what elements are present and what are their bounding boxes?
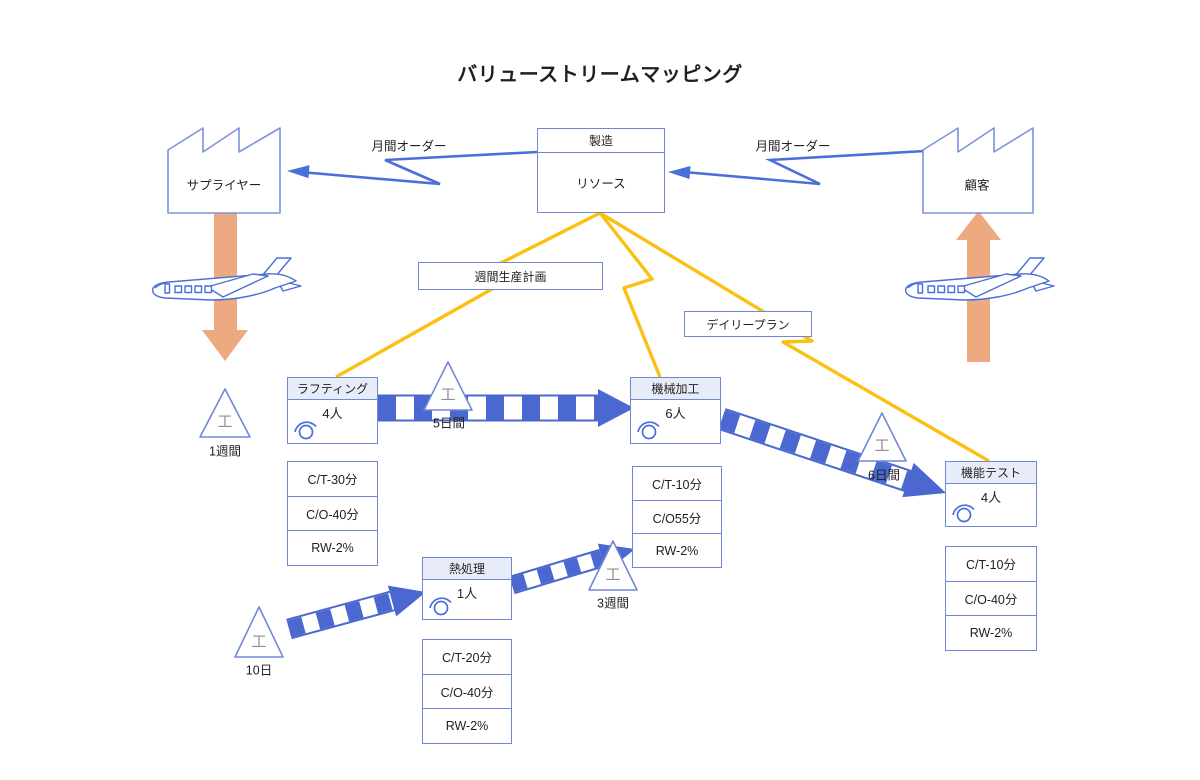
material-arrow-1 <box>378 389 634 427</box>
data-box-rafting: C/T-30分 C/O-40分 RW-2% <box>287 461 378 566</box>
weekly-plan-box: 週間生産計画 <box>418 262 603 290</box>
process-name: 機能テスト <box>946 462 1036 484</box>
process-name: 機械加工 <box>631 378 720 400</box>
staff-count: 6人 <box>665 406 686 421</box>
inventory-symbol: 工 <box>605 566 621 584</box>
production-control-box: 製造 リソース <box>537 128 665 213</box>
metric-ct: C/T-20分 <box>441 651 492 666</box>
monthly-order-right-label: 月間オーダー <box>755 139 831 154</box>
metric-co: C/O55分 <box>633 499 721 534</box>
process-body: 1人 <box>423 580 511 619</box>
data-box-heat-treatment: C/T-20分 C/O-40分 RW-2% <box>422 639 512 744</box>
metric-rw: RW-2% <box>288 530 377 565</box>
customer-factory-shape <box>922 127 1034 214</box>
info-arrow-to-test <box>599 211 990 463</box>
process-box-machining: 機械加工 6人 <box>630 377 721 444</box>
daily-plan-box: デイリープラン <box>684 311 812 337</box>
info-arrow-to-machining <box>598 211 662 378</box>
inventory-triangle-2 <box>423 361 473 411</box>
inventory-triangle-3 <box>857 412 907 462</box>
supplier-label: サプライヤー <box>186 178 262 193</box>
inventory-label-6days: 6日間 <box>868 468 900 483</box>
order-arrow-right-head <box>668 166 691 179</box>
process-name: ラフティング <box>288 378 377 400</box>
inventory-label-3weeks: 3週間 <box>597 596 629 611</box>
order-arrow-left <box>299 150 538 186</box>
info-arrow-to-rafting <box>335 211 601 379</box>
operator-icon <box>637 421 660 440</box>
process-body: 6人 <box>631 400 720 443</box>
order-arrow-right <box>683 149 926 186</box>
inventory-label-1week: 1週間 <box>209 444 241 459</box>
inventory-triangle-5 <box>234 606 284 658</box>
inventory-triangle-4 <box>588 540 638 591</box>
material-arrow-3 <box>286 585 426 640</box>
data-box-machining: C/T-10分 C/O55分 RW-2% <box>632 466 722 568</box>
order-arrow-left-head <box>287 165 310 179</box>
process-body: 4人 <box>946 484 1036 526</box>
inventory-symbol: 工 <box>440 386 456 404</box>
metric-co: C/O-40分 <box>288 495 377 531</box>
inventory-triangle-1 <box>199 388 251 438</box>
staff-count: 1人 <box>456 586 478 601</box>
staff-count: 4人 <box>980 490 1002 505</box>
customer-label: 顧客 <box>964 178 990 193</box>
operator-icon <box>429 597 452 616</box>
metric-ct: C/T-30分 <box>307 473 358 488</box>
metric-rw: RW-2% <box>423 708 511 743</box>
control-box-body: リソース <box>576 177 626 191</box>
inventory-symbol: 工 <box>251 633 267 651</box>
metric-co: C/O-40分 <box>946 580 1036 616</box>
metric-ct: C/T-10分 <box>965 558 1016 573</box>
process-box-rafting: ラフティング 4人 <box>287 377 378 444</box>
operator-icon <box>294 421 317 440</box>
material-arrow-2 <box>718 408 946 498</box>
control-box-header: 製造 <box>538 129 664 153</box>
inventory-label-5days: 5日間 <box>433 416 465 431</box>
metric-co: C/O-40分 <box>423 673 511 709</box>
metric-ct: C/T-10分 <box>651 477 702 492</box>
inventory-symbol: 工 <box>217 413 233 431</box>
inventory-symbol: 工 <box>874 437 890 455</box>
order-info-arrows <box>299 149 926 186</box>
operator-icon <box>952 504 975 523</box>
metric-rw: RW-2% <box>633 533 721 567</box>
metric-rw: RW-2% <box>946 615 1036 650</box>
process-name: 熱処理 <box>423 558 511 580</box>
staff-count: 4人 <box>322 406 343 421</box>
process-box-heat-treatment: 熱処理 1人 <box>422 557 512 620</box>
process-body: 4人 <box>288 400 377 443</box>
data-box-function-test: C/T-10分 C/O-40分 RW-2% <box>945 546 1037 651</box>
supplier-factory-shape <box>167 127 281 214</box>
process-box-function-test: 機能テスト 4人 <box>945 461 1037 527</box>
diagram-title: バリューストリームマッピング <box>457 64 743 86</box>
inventory-label-10days: 10日 <box>245 663 273 678</box>
inventory-triangles <box>199 361 907 658</box>
monthly-order-left-label: 月間オーダー <box>371 139 447 154</box>
